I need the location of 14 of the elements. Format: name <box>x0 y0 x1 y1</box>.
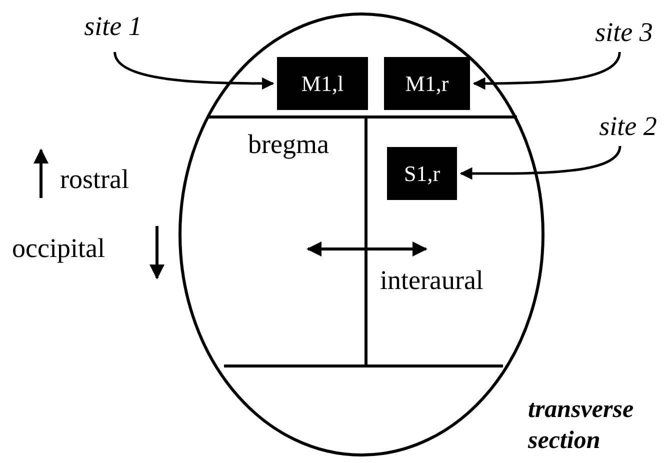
anatomical-label: occipital <box>12 232 105 265</box>
anatomical-label: interaural <box>380 264 484 297</box>
site-box: S1,r <box>387 147 457 200</box>
arrow <box>460 146 622 180</box>
site-label: site 3 <box>580 12 668 52</box>
arrow <box>114 52 274 90</box>
site-box: M1,l <box>277 57 368 110</box>
site-box: M1,r <box>384 57 470 110</box>
anatomical-label: transverse section <box>528 395 635 456</box>
anatomical-label: bregma <box>248 128 329 161</box>
arrow <box>472 52 621 90</box>
site-label: site 2 <box>588 106 668 146</box>
anatomical-label: rostral <box>60 163 129 196</box>
site-label: site 1 <box>68 6 158 46</box>
